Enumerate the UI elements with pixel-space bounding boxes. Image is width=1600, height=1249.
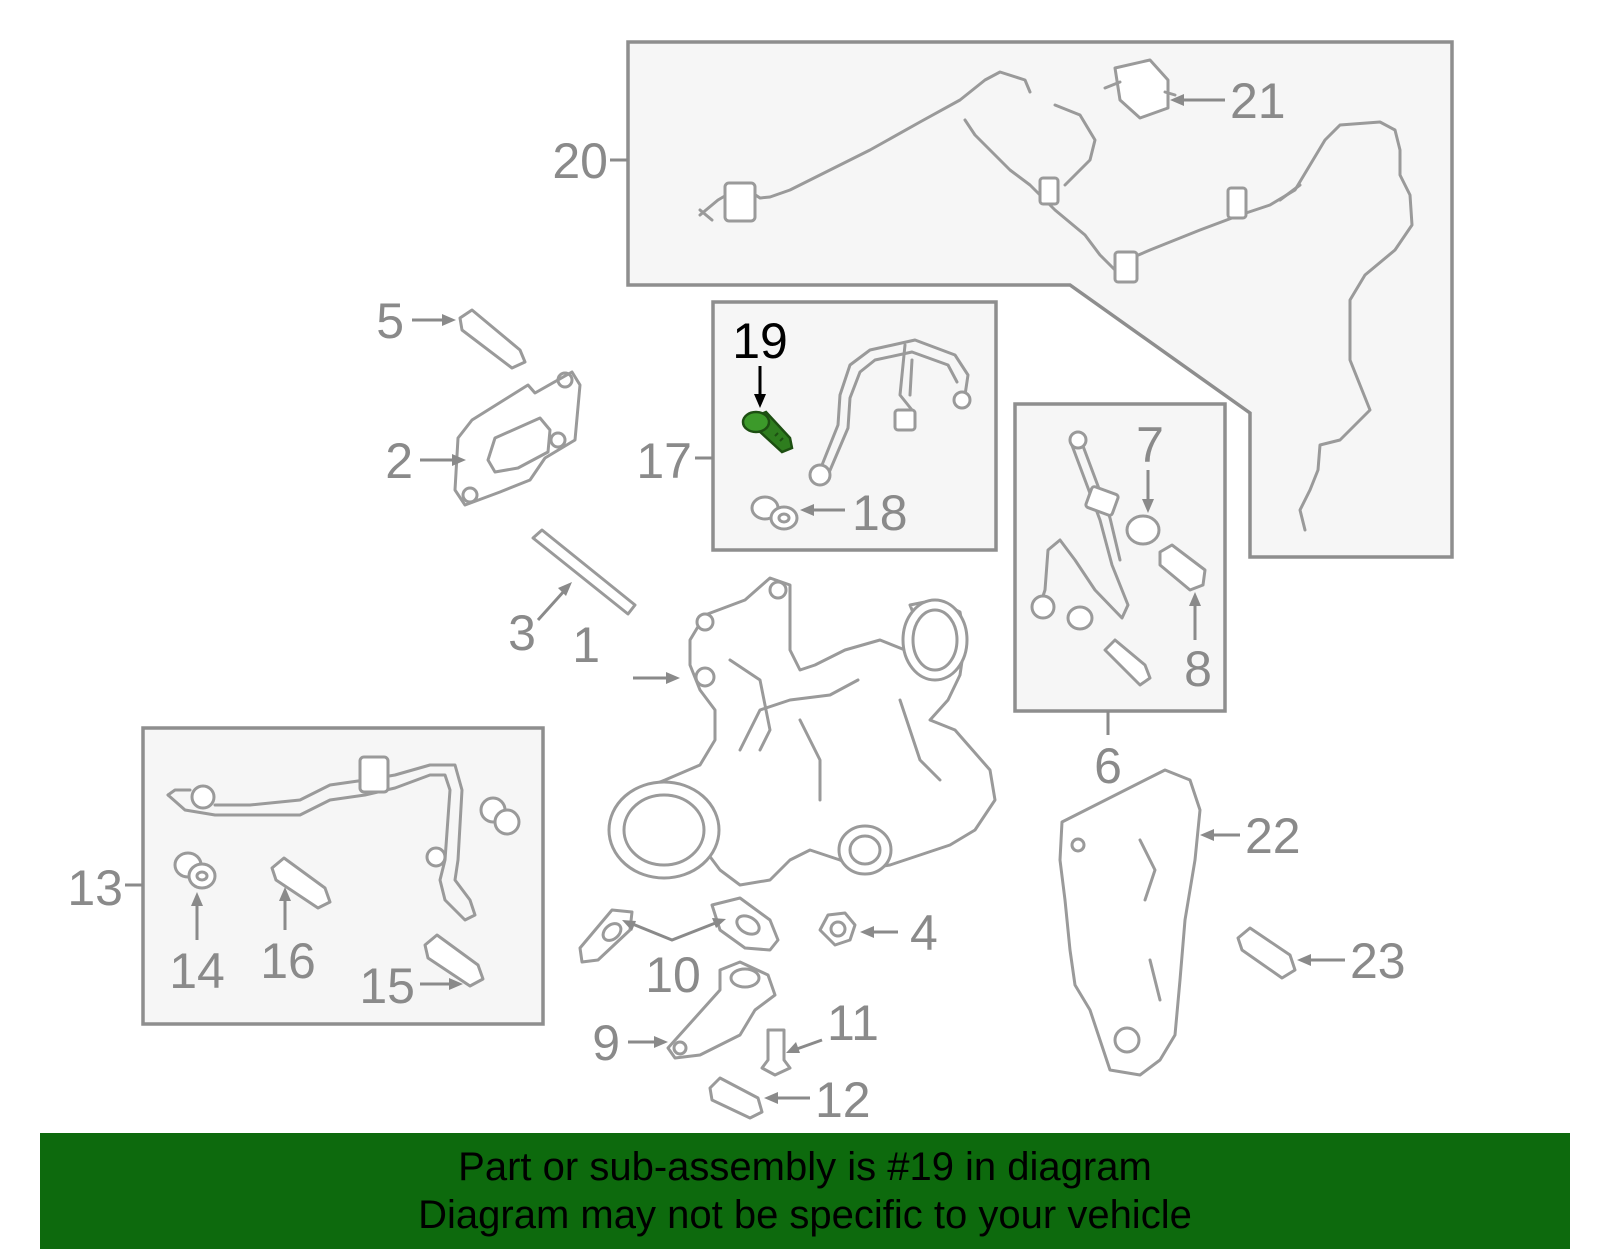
callout-20: 20	[552, 133, 608, 189]
callout-5: 5	[376, 293, 404, 349]
part-18-washers	[750, 495, 799, 531]
part-16-bolt	[270, 856, 332, 910]
callout-15: 15	[359, 958, 415, 1014]
callout-4: 4	[910, 905, 938, 961]
part-13-oil-return-tube	[166, 755, 477, 922]
part-23-bolt	[1236, 926, 1297, 980]
callout-17: 17	[636, 433, 692, 489]
part-1-turbocharger	[607, 576, 997, 887]
callout-6: 6	[1094, 738, 1122, 794]
banner-line-disclaimer: Diagram may not be specific to your vehi…	[418, 1193, 1192, 1237]
part-19-bolt-highlighted	[741, 410, 794, 454]
callout-14: 14	[169, 943, 225, 999]
part-9-adapter	[666, 960, 777, 1060]
part-12-bolt	[708, 1076, 764, 1120]
callout-23: 23	[1350, 933, 1406, 989]
part-2-gasket	[453, 370, 582, 507]
callout-2: 2	[385, 433, 413, 489]
part-4-nut	[818, 911, 857, 947]
banner-line-part-number: Part or sub-assembly is #19 in diagram	[458, 1145, 1152, 1189]
callout-16: 16	[260, 933, 316, 989]
callout-9: 9	[592, 1015, 620, 1071]
callout-19-highlighted: 19	[732, 313, 788, 369]
callout-1: 1	[572, 617, 600, 673]
part-8-bolt	[1158, 543, 1207, 592]
part-20-sensor-harness	[698, 70, 1414, 532]
callout-10: 10	[645, 947, 701, 1003]
info-banner: Part or sub-assembly is #19 in diagram D…	[40, 1133, 1570, 1249]
callout-13: 13	[67, 860, 123, 916]
callout-8: 8	[1184, 641, 1212, 697]
part-17-oil-tube	[808, 338, 972, 487]
part-15-bolt	[423, 933, 485, 988]
part-10-gaskets	[578, 896, 780, 964]
callout-21: 21	[1230, 73, 1286, 129]
part-14-washers	[173, 851, 217, 890]
leader-lines	[125, 94, 1345, 1104]
callout-22: 22	[1245, 808, 1301, 864]
part-6-tube-assembly	[1030, 430, 1152, 687]
callout-11: 11	[827, 995, 879, 1051]
part-5-stud	[458, 308, 527, 370]
part-11-bolt	[760, 1028, 792, 1077]
part-22-heat-shield	[1058, 768, 1202, 1077]
callout-3: 3	[508, 605, 536, 661]
part-13-washers-right	[479, 796, 521, 836]
callout-labels: 1 2 3 4 5 6 7 8 9 10 11 12 13 14 15 16 1…	[67, 73, 1405, 1128]
part-7-o-ring	[1125, 514, 1161, 546]
part-21-pressure-sensor	[1103, 58, 1177, 120]
part-3-stud	[531, 528, 637, 616]
callout-7: 7	[1136, 417, 1164, 473]
callout-12: 12	[815, 1072, 871, 1128]
group-box-20	[626, 40, 1454, 559]
callout-18: 18	[852, 485, 908, 541]
